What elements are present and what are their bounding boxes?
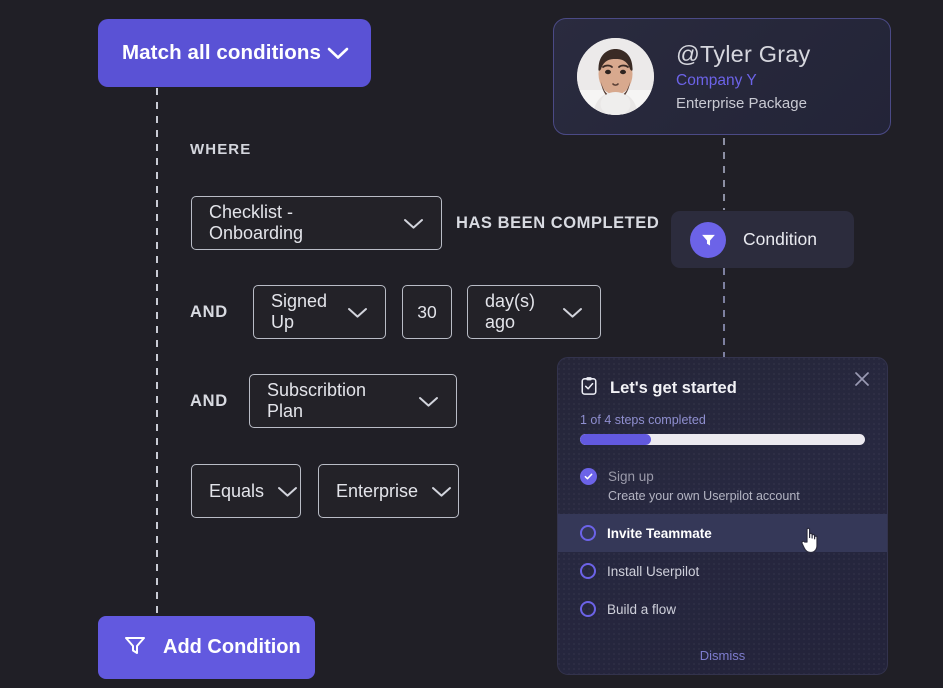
chevron-down-icon bbox=[562, 306, 583, 318]
chevron-down-icon bbox=[403, 217, 424, 229]
checklist-item-label: Invite Teammate bbox=[607, 525, 712, 541]
timeframe-select[interactable]: day(s) ago bbox=[467, 285, 601, 339]
match-all-conditions-dropdown[interactable]: Match all conditions bbox=[98, 19, 371, 87]
condition-node[interactable]: Condition bbox=[671, 211, 854, 268]
event-select-value: Signed Up bbox=[271, 291, 328, 332]
chevron-down-icon bbox=[327, 47, 349, 60]
user-card: @Tyler Gray Company Y Enterprise Package bbox=[553, 18, 891, 135]
connector-line-right-bottom bbox=[723, 268, 725, 366]
timeframe-select-value: day(s) ago bbox=[485, 291, 536, 332]
circle-outline-icon bbox=[580, 563, 596, 579]
checklist-item-label: Sign up bbox=[608, 469, 654, 484]
checklist-progress-text: 1 of 4 steps completed bbox=[580, 413, 706, 427]
attribute-select-value: Subscribtion Plan bbox=[267, 380, 367, 421]
circle-outline-icon bbox=[580, 525, 596, 541]
checklist-item-subtitle: Create your own Userpilot account bbox=[608, 489, 800, 503]
checklist-progress-bar bbox=[580, 434, 865, 445]
add-condition-label: Add Condition bbox=[163, 636, 301, 658]
days-number-value: 30 bbox=[417, 301, 437, 322]
filter-funnel-icon bbox=[124, 635, 146, 660]
user-name: @Tyler Gray bbox=[676, 41, 811, 67]
match-all-conditions-label: Match all conditions bbox=[122, 41, 322, 64]
value-select-value: Enterprise bbox=[336, 480, 419, 501]
days-number-input[interactable]: 30 bbox=[402, 285, 452, 339]
close-icon[interactable] bbox=[850, 367, 874, 391]
connector-and-1: AND bbox=[190, 303, 228, 321]
checklist-title: Let's get started bbox=[610, 379, 737, 397]
checklist-select[interactable]: Checklist - Onboarding bbox=[191, 196, 442, 250]
add-condition-button[interactable]: Add Condition bbox=[98, 616, 315, 679]
condition-node-label: Condition bbox=[743, 229, 817, 249]
checklist-item-invite-teammate[interactable]: Invite Teammate bbox=[558, 514, 887, 554]
connector-line-left bbox=[156, 88, 158, 616]
event-select[interactable]: Signed Up bbox=[253, 285, 386, 339]
where-label: WHERE bbox=[190, 141, 252, 158]
connector-line-right-top bbox=[723, 138, 725, 210]
clipboard-check-icon bbox=[580, 376, 598, 401]
checklist-header: Let's get started bbox=[558, 358, 887, 401]
checklist-item-build-a-flow[interactable]: Build a flow bbox=[558, 590, 887, 628]
chevron-down-icon bbox=[418, 395, 439, 407]
chevron-down-icon bbox=[277, 485, 298, 497]
chevron-down-icon bbox=[431, 485, 452, 497]
checklist-items: Sign up Create your own Userpilot accoun… bbox=[558, 457, 887, 628]
operator-has-been-completed: HAS BEEN COMPLETED bbox=[456, 214, 660, 232]
circle-outline-icon bbox=[580, 601, 596, 617]
dismiss-link[interactable]: Dismiss bbox=[699, 648, 746, 663]
comparator-select[interactable]: Equals bbox=[191, 464, 301, 518]
chevron-down-icon bbox=[347, 306, 368, 318]
filter-funnel-icon bbox=[690, 221, 726, 258]
checklist-select-value: Checklist - Onboarding bbox=[209, 202, 304, 243]
checklist-item-label: Install Userpilot bbox=[607, 563, 700, 579]
checklist-progress-fill bbox=[580, 434, 652, 445]
checklist-item-sign-up[interactable]: Sign up Create your own Userpilot accoun… bbox=[558, 457, 887, 514]
checklist-item-label: Build a flow bbox=[607, 601, 677, 617]
value-select[interactable]: Enterprise bbox=[318, 464, 459, 518]
comparator-select-value: Equals bbox=[209, 480, 265, 501]
user-company: Company Y bbox=[676, 72, 757, 89]
avatar bbox=[577, 38, 654, 115]
checklist-item-install-userpilot[interactable]: Install Userpilot bbox=[558, 552, 887, 590]
checklist-widget: Let's get started 1 of 4 steps completed… bbox=[557, 357, 888, 675]
check-circle-filled-icon bbox=[580, 468, 597, 485]
attribute-select[interactable]: Subscribtion Plan bbox=[249, 374, 457, 428]
connector-and-2: AND bbox=[190, 392, 228, 410]
user-plan: Enterprise Package bbox=[676, 95, 807, 112]
